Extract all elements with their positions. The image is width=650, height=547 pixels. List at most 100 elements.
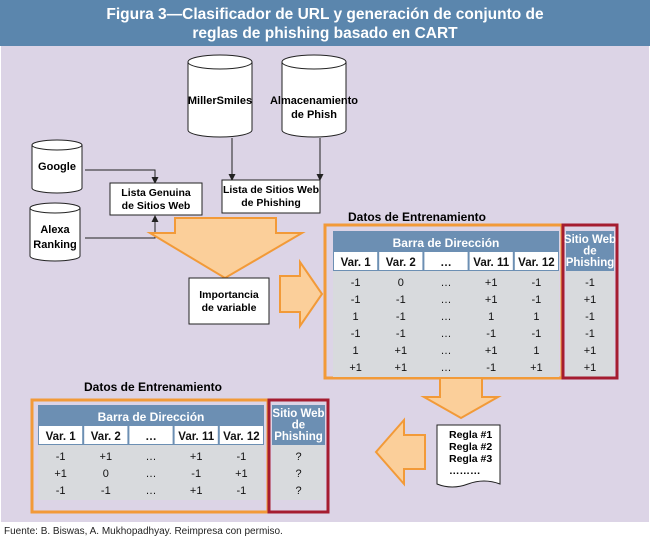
training-cell: -1 <box>532 277 542 289</box>
test-column-cell <box>129 426 173 444</box>
source-note: Fuente: B. Biswas, A. Mukhopadhyay. Reim… <box>4 526 283 537</box>
figure-title-line-2: reglas de phishing basado en CART <box>192 25 458 42</box>
training-cell: -1 <box>486 328 496 340</box>
google-database-icon: Google <box>31 139 83 194</box>
training-cell: -1 <box>351 328 361 340</box>
test-cell: -1 <box>101 485 111 497</box>
training-label-body-bg <box>566 271 614 377</box>
merge-down-arrow <box>146 217 306 280</box>
test-column-cell <box>174 426 218 444</box>
training-red-frame <box>561 223 619 380</box>
training-cell: +1 <box>395 345 408 357</box>
training-label-header: Phishing <box>566 257 615 269</box>
phish-storage-label-1: Almacenamiento <box>270 95 358 107</box>
test-column-header: Var. 1 <box>46 431 77 443</box>
figure-title-line-1: Figura 3—Clasificador de URL y generació… <box>106 6 544 23</box>
training-cell: … <box>441 277 452 289</box>
rule-1: Regla #1 <box>449 429 492 441</box>
test-cell: +1 <box>54 468 67 480</box>
test-cell: … <box>146 485 157 497</box>
test-label-body-bg <box>272 445 325 500</box>
rules-document-icon: Regla #1 Regla #2 Regla #3 ……… <box>436 424 501 488</box>
training-column-cell <box>334 252 378 270</box>
test-column-header: Var. 2 <box>91 431 121 443</box>
training-cell: … <box>441 311 452 323</box>
test-cell: -1 <box>56 451 66 463</box>
training-cell: -1 <box>532 328 542 340</box>
training-cell: -1 <box>396 311 406 323</box>
test-cell: -1 <box>237 485 247 497</box>
training-cell: 1 <box>533 311 539 323</box>
test-column-header: Var. 12 <box>223 431 259 443</box>
test-cell: -1 <box>237 451 247 463</box>
alexa-label-2: Ranking <box>33 239 76 251</box>
training-cell: -1 <box>585 277 595 289</box>
training-label-header: Sitio Web <box>564 234 616 246</box>
training-column-header: Var. 12 <box>518 257 554 269</box>
training-cell: -1 <box>396 328 406 340</box>
test-cell: -1 <box>191 468 201 480</box>
training-cell: 1 <box>353 345 359 357</box>
training-cell: +1 <box>584 294 597 306</box>
test-cell: +1 <box>235 468 248 480</box>
test-label-header-bg <box>272 405 325 445</box>
genuine-list-label-2: de Sitios Web <box>122 200 191 212</box>
training-label-header: de <box>583 246 596 258</box>
test-group-header: Barra de Dirección <box>98 410 205 424</box>
to-rules-arrow <box>420 377 502 420</box>
training-cell: +1 <box>395 362 408 374</box>
training-cell: -1 <box>396 294 406 306</box>
test-body-bg <box>38 445 264 500</box>
training-cell: -1 <box>351 277 361 289</box>
phishing-list-label-1: Lista de Sitios Web <box>223 184 319 196</box>
figure-header: Figura 3—Clasificador de URL y generació… <box>0 0 650 46</box>
test-column-header: Var. 11 <box>178 431 214 443</box>
test-cell: +1 <box>190 451 203 463</box>
test-cell: +1 <box>190 485 203 497</box>
test-label-header: Sitio Web <box>272 408 324 420</box>
training-cell: +1 <box>485 345 498 357</box>
phish-storage-database-icon: Almacenamiento de Phish <box>270 54 358 138</box>
to-test-arrow <box>374 417 426 487</box>
training-cell: -1 <box>532 294 542 306</box>
genuine-list-box: Lista Genuina de Sitios Web <box>109 182 203 216</box>
millersmiles-label: MillerSmiles <box>188 95 252 107</box>
test-cell: +1 <box>100 451 113 463</box>
training-group-header: Barra de Dirección <box>393 236 500 250</box>
training-cell: … <box>441 328 452 340</box>
alexa-database-icon: Alexa Ranking <box>29 202 81 262</box>
test-group-header-bg <box>38 405 264 425</box>
variable-importance-label-2: de variable <box>202 302 257 314</box>
training-cell: +1 <box>530 362 543 374</box>
test-column-header: … <box>145 431 157 443</box>
training-cell: +1 <box>485 277 498 289</box>
genuine-list-label-1: Lista Genuina <box>121 187 191 199</box>
variable-importance-label-1: Importancia <box>199 289 259 301</box>
training-group-header-bg <box>333 231 559 251</box>
phishing-list-label-2: de Phishing <box>241 197 301 209</box>
training-body-bg <box>333 271 559 377</box>
training-cell: -1 <box>486 362 496 374</box>
training-cell: +1 <box>485 294 498 306</box>
training-cell: 1 <box>488 311 494 323</box>
google-label: Google <box>38 161 76 173</box>
training-column-cell <box>424 252 468 270</box>
test-column-cell <box>84 426 128 444</box>
test-cell: ? <box>295 468 301 480</box>
rule-ellipsis: ……… <box>449 465 481 477</box>
training-cell: 0 <box>398 277 404 289</box>
test-cell: … <box>146 451 157 463</box>
training-cell: 1 <box>353 311 359 323</box>
variable-importance-box: Importancia de variable <box>188 277 270 325</box>
rule-3: Regla #3 <box>449 453 492 465</box>
training-cell: … <box>441 345 452 357</box>
rule-2: Regla #2 <box>449 441 492 453</box>
training-cell: -1 <box>585 311 595 323</box>
training-cell: … <box>441 294 452 306</box>
training-column-header: Var. 2 <box>386 257 416 269</box>
test-label-header: Phishing <box>274 431 323 443</box>
training-cell: +1 <box>349 362 362 374</box>
